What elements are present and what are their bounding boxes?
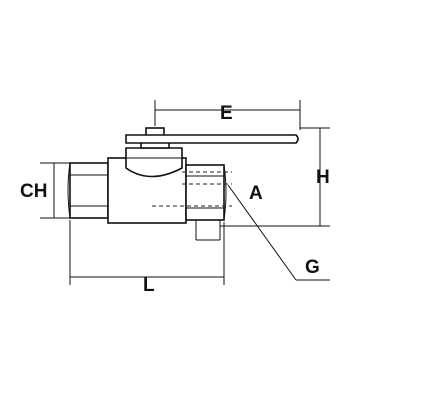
dimension-lines xyxy=(40,100,330,285)
label-e: E xyxy=(220,103,233,124)
label-ch: CH xyxy=(20,181,47,202)
ball-valve-drawing xyxy=(67,127,330,241)
g-projection xyxy=(195,220,330,241)
label-h: H xyxy=(316,167,330,188)
dimension-g-leader xyxy=(227,184,330,281)
dimension-labels: E H CH A G L xyxy=(20,103,330,296)
dimension-l xyxy=(69,220,225,285)
thread-dashed-lines xyxy=(152,171,232,207)
dimension-h xyxy=(300,127,330,226)
dimension-ch xyxy=(40,162,70,219)
label-a: A xyxy=(249,183,263,204)
label-g: G xyxy=(305,257,320,278)
left-hex-nut xyxy=(67,162,109,219)
lever-handle xyxy=(125,127,299,149)
label-l: L xyxy=(143,275,155,296)
right-end-fitting xyxy=(185,164,227,221)
dimension-e xyxy=(154,100,301,130)
valve-body xyxy=(107,147,187,224)
